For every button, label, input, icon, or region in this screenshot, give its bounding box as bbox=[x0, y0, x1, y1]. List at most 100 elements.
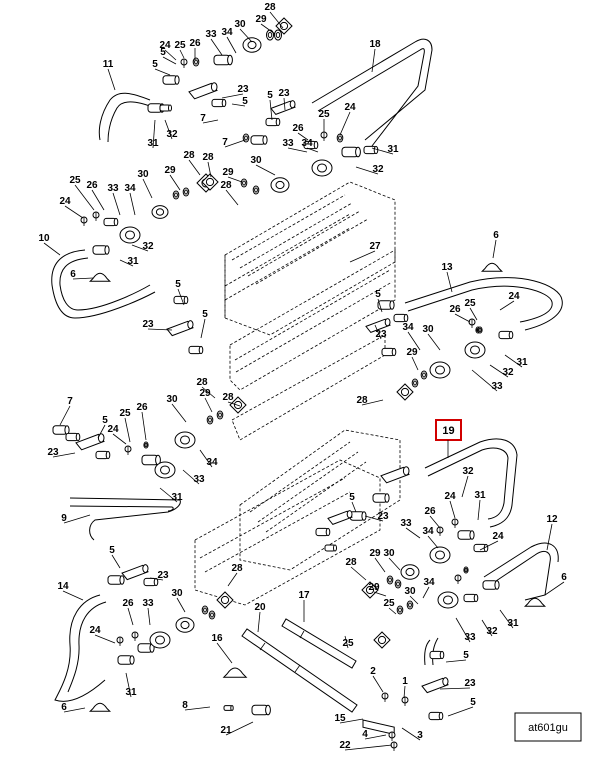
callout-c-23e[interactable]: 23 bbox=[47, 447, 59, 458]
callout-c-31h[interactable]: 31 bbox=[507, 618, 519, 629]
callout-c-34f[interactable]: 34 bbox=[422, 526, 434, 537]
callout-c-13[interactable]: 13 bbox=[441, 262, 453, 273]
callout-c-30b[interactable]: 30 bbox=[250, 155, 262, 166]
callout-c-6d[interactable]: 6 bbox=[61, 702, 67, 713]
callout-highlight-19[interactable]: 19 bbox=[435, 419, 462, 458]
callout-c-24h[interactable]: 24 bbox=[89, 625, 101, 636]
callout-c-30e[interactable]: 30 bbox=[166, 394, 178, 405]
callout-c-28g[interactable]: 28 bbox=[222, 392, 234, 403]
callout-c-29f[interactable]: 29 bbox=[369, 548, 381, 559]
callout-c-28b[interactable]: 28 bbox=[202, 152, 214, 163]
callout-c-33c[interactable]: 33 bbox=[107, 183, 119, 194]
callout-c-5h[interactable]: 5 bbox=[102, 415, 108, 426]
callout-c-29a[interactable]: 29 bbox=[255, 14, 267, 25]
callout-c-31d[interactable]: 31 bbox=[516, 357, 528, 368]
callout-c-30d[interactable]: 30 bbox=[422, 324, 434, 335]
callout-c-32b[interactable]: 32 bbox=[372, 164, 384, 175]
callout-c-7a[interactable]: 7 bbox=[200, 113, 206, 124]
callout-c-34b[interactable]: 34 bbox=[301, 138, 313, 149]
callout-c-6c[interactable]: 6 bbox=[561, 572, 567, 583]
callout-c-23g[interactable]: 23 bbox=[157, 570, 169, 581]
callout-c-26e[interactable]: 26 bbox=[136, 402, 148, 413]
callout-c-25d[interactable]: 25 bbox=[464, 298, 476, 309]
callout-c-29g[interactable]: 29 bbox=[368, 582, 380, 593]
callout-c-24b[interactable]: 24 bbox=[344, 102, 356, 113]
callout-c-7c[interactable]: 7 bbox=[67, 396, 73, 407]
callout-c-31g[interactable]: 31 bbox=[125, 687, 137, 698]
callout-c-28c[interactable]: 28 bbox=[220, 180, 232, 191]
callout-c-23d[interactable]: 23 bbox=[375, 329, 387, 340]
callout-c-23b[interactable]: 23 bbox=[278, 88, 290, 99]
callout-c-31c[interactable]: 31 bbox=[127, 256, 139, 267]
callout-c-33b[interactable]: 33 bbox=[282, 138, 294, 149]
callout-c-24d[interactable]: 24 bbox=[508, 291, 520, 302]
callout-c-32f[interactable]: 32 bbox=[486, 626, 498, 637]
callout-c-26b[interactable]: 26 bbox=[292, 123, 304, 134]
callout-c-5j[interactable]: 5 bbox=[109, 545, 115, 556]
callout-c-30a[interactable]: 30 bbox=[234, 19, 246, 30]
callout-c-18[interactable]: 18 bbox=[369, 39, 381, 50]
callout-c-5d[interactable]: 5 bbox=[267, 90, 273, 101]
callout-c-4[interactable]: 4 bbox=[362, 729, 368, 740]
callout-c-26c[interactable]: 26 bbox=[86, 180, 98, 191]
callout-c-10[interactable]: 10 bbox=[38, 233, 50, 244]
callout-c-3[interactable]: 3 bbox=[417, 730, 423, 741]
callout-c-34a[interactable]: 34 bbox=[221, 27, 233, 38]
callout-c-32a[interactable]: 32 bbox=[166, 129, 178, 140]
callout-c-28e[interactable]: 28 bbox=[196, 377, 208, 388]
callout-c-20[interactable]: 20 bbox=[254, 602, 266, 613]
callout-c-22[interactable]: 22 bbox=[339, 740, 351, 751]
callout-c-5b[interactable]: 5 bbox=[152, 59, 158, 70]
callout-c-5f[interactable]: 5 bbox=[202, 309, 208, 320]
callout-c-12[interactable]: 12 bbox=[546, 514, 558, 525]
callout-c-24e[interactable]: 24 bbox=[107, 424, 119, 435]
callout-c-29b[interactable]: 29 bbox=[222, 167, 234, 178]
callout-c-26a[interactable]: 26 bbox=[189, 38, 201, 49]
callout-c-7b[interactable]: 7 bbox=[222, 137, 228, 148]
callout-c-5c[interactable]: 5 bbox=[242, 96, 248, 107]
callout-c-5l[interactable]: 5 bbox=[470, 697, 476, 708]
callout-c-31a[interactable]: 31 bbox=[147, 138, 159, 149]
callout-c-26d[interactable]: 26 bbox=[449, 304, 461, 315]
callout-c-6b[interactable]: 6 bbox=[493, 230, 499, 241]
callout-c-29d[interactable]: 29 bbox=[406, 347, 418, 358]
callout-c-9[interactable]: 9 bbox=[61, 513, 67, 524]
callout-c-23a[interactable]: 23 bbox=[237, 84, 249, 95]
callout-c-15[interactable]: 15 bbox=[334, 713, 346, 724]
callout-c-5g[interactable]: 5 bbox=[375, 289, 381, 300]
callout-c-25a[interactable]: 25 bbox=[174, 40, 186, 51]
callout-c-28d[interactable]: 28 bbox=[183, 150, 195, 161]
callout-c-11[interactable]: 11 bbox=[103, 59, 114, 70]
callout-c-31f[interactable]: 31 bbox=[474, 490, 486, 501]
callout-c-24f[interactable]: 24 bbox=[444, 491, 456, 502]
callout-c-6a[interactable]: 6 bbox=[70, 269, 76, 280]
callout-c-23c[interactable]: 23 bbox=[142, 319, 154, 330]
callout-c-30g[interactable]: 30 bbox=[404, 586, 416, 597]
callout-c-25b[interactable]: 25 bbox=[318, 109, 330, 120]
callout-c-16[interactable]: 16 bbox=[211, 633, 223, 644]
callout-c-24c[interactable]: 24 bbox=[59, 196, 71, 207]
callout-c-34g[interactable]: 34 bbox=[423, 577, 435, 588]
callout-c-25e[interactable]: 25 bbox=[119, 408, 131, 419]
callout-c-14[interactable]: 14 bbox=[57, 581, 69, 592]
callout-c-29c[interactable]: 29 bbox=[164, 165, 176, 176]
callout-c-33h[interactable]: 33 bbox=[464, 632, 476, 643]
callout-c-5i[interactable]: 5 bbox=[349, 492, 355, 503]
callout-c-33g[interactable]: 33 bbox=[142, 598, 154, 609]
callout-c-34d[interactable]: 34 bbox=[402, 322, 414, 333]
callout-c-32d[interactable]: 32 bbox=[502, 367, 514, 378]
callout-c-21[interactable]: 21 bbox=[220, 725, 232, 736]
callout-c-25g[interactable]: 25 bbox=[383, 598, 395, 609]
callout-c-25c[interactable]: 25 bbox=[69, 175, 81, 186]
callout-c-1[interactable]: 1 bbox=[402, 676, 408, 687]
callout-c-33f[interactable]: 33 bbox=[400, 518, 412, 529]
callout-c-30f[interactable]: 30 bbox=[383, 548, 395, 559]
callout-c-5a[interactable]: 5 bbox=[160, 47, 166, 58]
callout-c-24g[interactable]: 24 bbox=[492, 531, 504, 542]
callout-c-17[interactable]: 17 bbox=[298, 590, 310, 601]
callout-c-25f[interactable]: 25 bbox=[342, 638, 354, 649]
callout-c-26f[interactable]: 26 bbox=[424, 506, 436, 517]
callout-c-5e[interactable]: 5 bbox=[175, 279, 181, 290]
callout-c-28a[interactable]: 28 bbox=[264, 2, 276, 13]
callout-c-32e[interactable]: 32 bbox=[462, 466, 474, 477]
